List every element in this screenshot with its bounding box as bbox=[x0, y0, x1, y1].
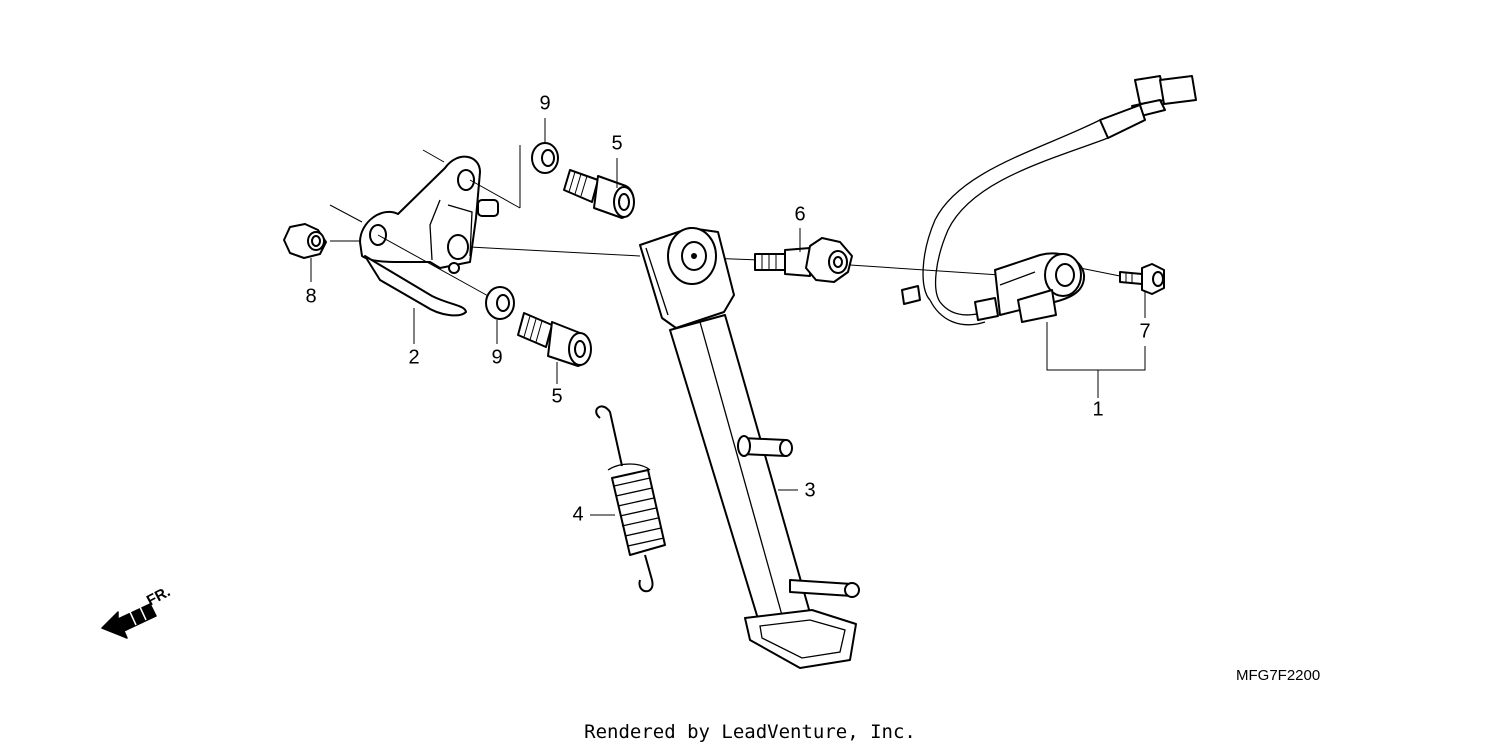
callout-5-lower: 5 bbox=[551, 385, 562, 407]
callout-6: 6 bbox=[794, 203, 805, 225]
callout-9-lower: 9 bbox=[491, 346, 502, 368]
flange-nut-part-8[interactable] bbox=[283, 223, 327, 259]
callout-9-upper: 9 bbox=[539, 92, 550, 114]
diagram-code: MFG7F2200 bbox=[1236, 667, 1320, 684]
side-stand-bracket[interactable] bbox=[329, 145, 521, 317]
washer-part-9-lower[interactable] bbox=[485, 286, 515, 320]
callout-8: 8 bbox=[305, 285, 316, 307]
callout-2: 2 bbox=[408, 346, 419, 368]
front-arrow-icon bbox=[101, 603, 157, 639]
washer-part-9-upper[interactable] bbox=[531, 142, 559, 174]
callout-4: 4 bbox=[572, 503, 583, 525]
callout-5-upper: 5 bbox=[611, 132, 622, 154]
screw-part-7[interactable] bbox=[1119, 263, 1165, 295]
pivot-bolt-part-6[interactable] bbox=[754, 237, 853, 283]
callout-1: 1 bbox=[1092, 398, 1103, 420]
spring-part-4[interactable] bbox=[595, 405, 666, 593]
front-direction-indicator: FR. bbox=[101, 583, 173, 639]
callout-3: 3 bbox=[804, 479, 815, 501]
side-stand-part-3[interactable] bbox=[639, 227, 860, 669]
side-stand-switch-part-1[interactable] bbox=[901, 75, 1197, 326]
socket-bolt-part-5-upper[interactable] bbox=[563, 169, 635, 219]
callout-7: 7 bbox=[1139, 320, 1150, 342]
render-credit: Rendered by LeadVenture, Inc. bbox=[584, 721, 916, 743]
callout-labels: 1 2 3 4 5 5 6 7 8 9 9 bbox=[305, 92, 1150, 525]
socket-bolt-part-5-lower[interactable] bbox=[517, 312, 592, 367]
leader-lines bbox=[310, 118, 1146, 516]
